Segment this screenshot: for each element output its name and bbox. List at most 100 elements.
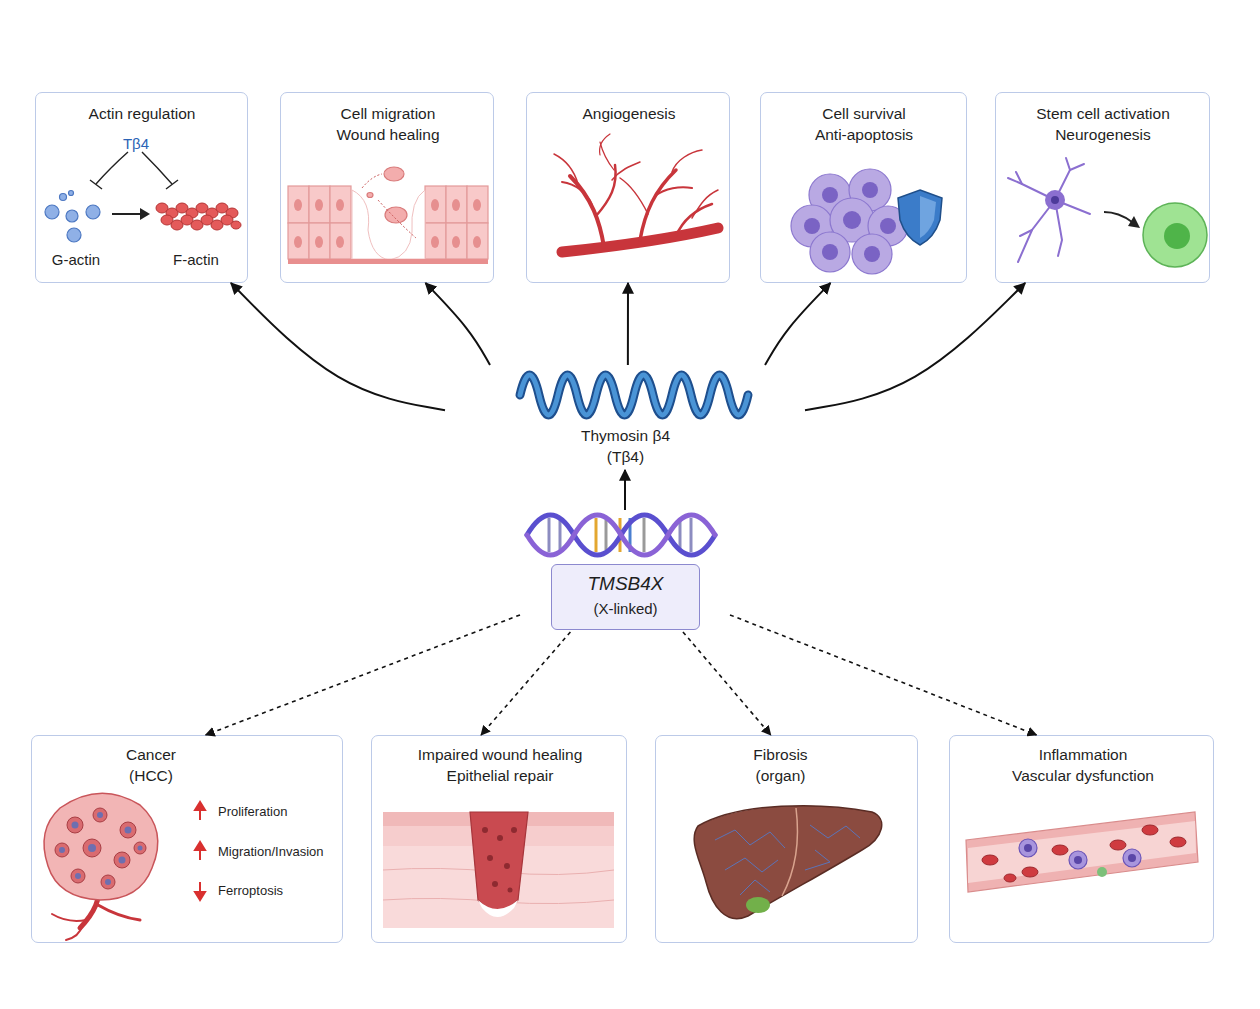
dna-strand	[527, 515, 715, 555]
peptide-helix	[520, 375, 748, 415]
blood-vessel	[620, 178, 648, 214]
tumor-cell	[93, 808, 107, 822]
cell-nucleus	[804, 218, 820, 234]
protein-name: Thymosin β4 (Tβ4)	[573, 425, 678, 467]
f-actin-filament	[181, 215, 193, 225]
stem-cell	[1143, 203, 1207, 267]
epithelial-cell	[309, 186, 330, 223]
tumor-vessel	[52, 880, 140, 940]
neuron	[1055, 200, 1090, 214]
vessel-wall	[966, 812, 1198, 892]
box-title: Cancer (HCC)	[116, 744, 186, 786]
tumor-nucleus	[119, 857, 126, 864]
tumor-nucleus	[75, 873, 81, 879]
f-actin-filament	[201, 215, 213, 225]
migrating-cell	[367, 193, 373, 198]
stem-cell	[1164, 223, 1190, 249]
solid-arrow	[231, 283, 445, 410]
f-actin-filament	[221, 215, 233, 225]
box-title: Impaired wound healing Epithelial repair	[405, 744, 595, 786]
blood-vessel	[554, 134, 718, 252]
box-title: Actin regulation	[42, 103, 242, 124]
change-arrow	[199, 807, 201, 820]
wound-cell	[487, 855, 493, 861]
red-blood-cell	[1022, 867, 1038, 877]
epithelial-cell	[446, 186, 467, 223]
skin-section	[383, 812, 614, 826]
epithelial-cell	[288, 186, 488, 259]
tumor-cell	[83, 839, 101, 857]
wound-gap	[352, 190, 425, 260]
migration-arrow	[362, 174, 416, 238]
wound-cell	[497, 835, 503, 841]
neuron	[1055, 200, 1062, 256]
dna-base-pair	[629, 518, 632, 552]
dna-strand	[527, 515, 715, 555]
inhibition-line	[90, 180, 102, 189]
stem-cell	[1143, 203, 1207, 267]
red-blood-cell	[982, 855, 998, 865]
function-box: Stem cell activation Neurogenesis	[995, 92, 1210, 283]
cell-nucleus	[804, 182, 896, 262]
wound-gap	[352, 190, 425, 260]
cell-nucleus	[294, 199, 481, 248]
dna-base-pair	[548, 518, 551, 552]
wound-bed	[470, 812, 528, 917]
tumor-vessel	[52, 914, 86, 921]
g-actin-monomer	[45, 191, 100, 243]
differentiation-arrow	[1104, 212, 1140, 228]
tumor-vessel	[98, 905, 140, 920]
inhibition-line	[96, 152, 128, 184]
basement-membrane	[288, 259, 488, 264]
molecule-label: Tβ4	[116, 133, 156, 154]
box-title: Cell migration Wound healing	[328, 103, 448, 145]
cell-cluster	[810, 232, 850, 272]
immune-cell	[1123, 849, 1141, 867]
tumor-cell	[55, 808, 146, 889]
function-box: Angiogenesis	[526, 92, 730, 283]
cell-nucleus	[473, 236, 481, 248]
gallbladder	[746, 897, 770, 913]
solid-arrow	[426, 283, 490, 365]
dashed-arrow	[206, 615, 520, 735]
red-blood-cell	[1170, 837, 1186, 847]
inhibition-line	[90, 152, 178, 189]
liver-organ	[694, 806, 882, 919]
blood-vessel	[655, 187, 692, 196]
fibrotic-network	[725, 858, 778, 872]
f-actin-filament	[186, 208, 198, 218]
epithelial-cell	[467, 186, 488, 223]
cell-nucleus	[431, 236, 439, 248]
cell-cluster	[868, 206, 908, 246]
neuron	[1070, 164, 1084, 170]
solid-arrow	[765, 283, 830, 365]
cell-cluster	[849, 169, 891, 211]
g-actin-monomer	[66, 210, 78, 222]
red-blood-cell	[1142, 825, 1158, 835]
effect-label: Proliferation	[218, 803, 338, 821]
gene-note: (X-linked)	[551, 598, 700, 619]
tumor-nucleus	[88, 844, 96, 852]
function-box: Cell migration Wound healing	[280, 92, 494, 283]
f-actin-filament	[176, 203, 188, 213]
molecule-label: F-actin	[161, 249, 231, 270]
liver-organ	[782, 808, 797, 896]
blood-vessel	[562, 228, 718, 252]
effect-label: Migration/Invasion	[218, 843, 343, 861]
solid-arrow	[627, 283, 629, 365]
cell-nucleus	[315, 236, 323, 248]
cell-nucleus	[336, 236, 344, 248]
blood-vessel	[600, 134, 610, 155]
immune-nucleus	[1024, 844, 1136, 864]
blood-vessel	[570, 176, 604, 247]
cell-nucleus	[864, 246, 880, 262]
liver-organ	[694, 806, 882, 919]
wound-bed	[470, 812, 528, 911]
immune-cell	[1019, 839, 1141, 869]
fibrotic-network	[805, 850, 830, 870]
change-arrow	[199, 882, 201, 895]
f-actin-filament	[206, 208, 218, 218]
disease-box: Impaired wound healing Epithelial repair	[371, 735, 627, 943]
skin-section	[383, 826, 614, 928]
solid-arrow	[624, 470, 626, 510]
